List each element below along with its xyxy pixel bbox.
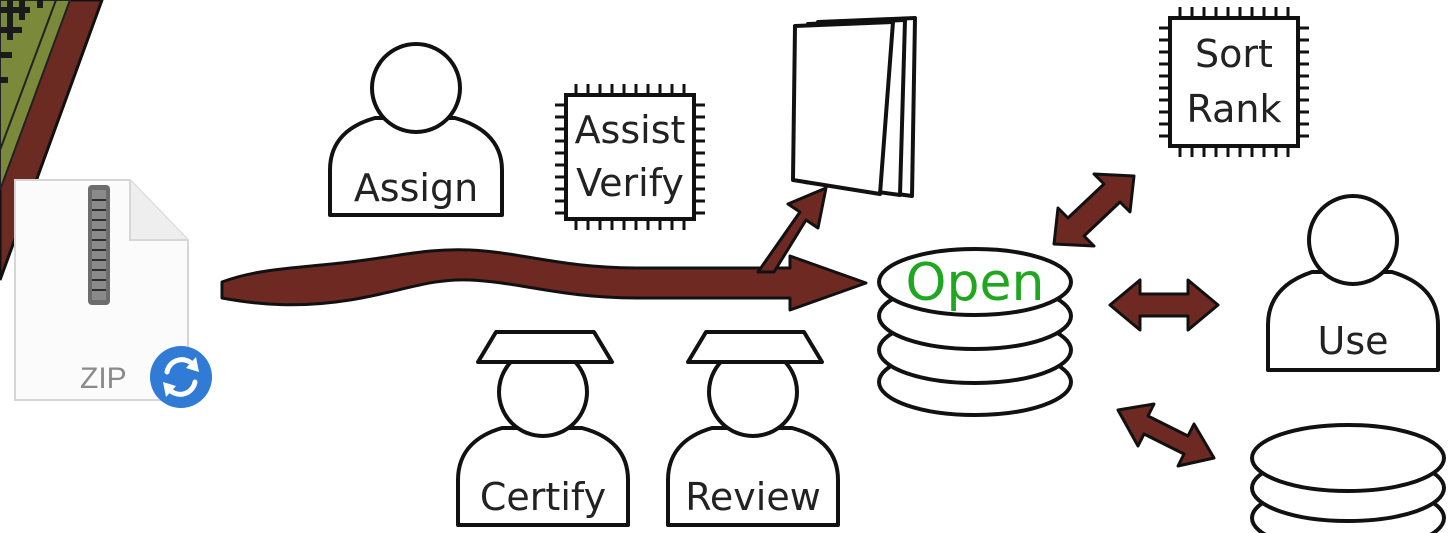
rank-label: Rank bbox=[1187, 87, 1282, 131]
sort-rank-chip-icon: Sort Rank bbox=[1159, 7, 1309, 157]
double-arrow-sort bbox=[1052, 172, 1136, 248]
verify-label: Verify bbox=[576, 161, 684, 205]
double-arrow-db bbox=[1116, 402, 1216, 468]
zip-label: ZIP bbox=[80, 362, 127, 395]
database-icon bbox=[1250, 423, 1446, 533]
zip-file-icon: ZIP bbox=[14, 179, 189, 401]
use-person-icon: Use bbox=[1266, 194, 1440, 372]
review-graduate-icon: Review bbox=[666, 330, 840, 527]
assign-label: Assign bbox=[354, 166, 478, 210]
review-label: Review bbox=[685, 475, 821, 519]
double-arrow-use bbox=[1108, 278, 1220, 332]
sort-label: Sort bbox=[1195, 32, 1273, 76]
open-label: Open bbox=[906, 253, 1045, 313]
assist-label: Assist bbox=[575, 108, 686, 152]
papers-icon bbox=[791, 16, 917, 198]
certify-graduate-icon: Certify bbox=[456, 330, 630, 527]
certify-label: Certify bbox=[480, 475, 606, 519]
assign-person-icon: Assign bbox=[328, 42, 504, 217]
open-database-icon: Open bbox=[877, 247, 1073, 417]
assist-verify-chip-icon: Assist Verify bbox=[555, 84, 705, 230]
use-label: Use bbox=[1318, 319, 1389, 363]
sync-icon bbox=[150, 346, 212, 408]
main-flow-arrow bbox=[220, 186, 868, 312]
